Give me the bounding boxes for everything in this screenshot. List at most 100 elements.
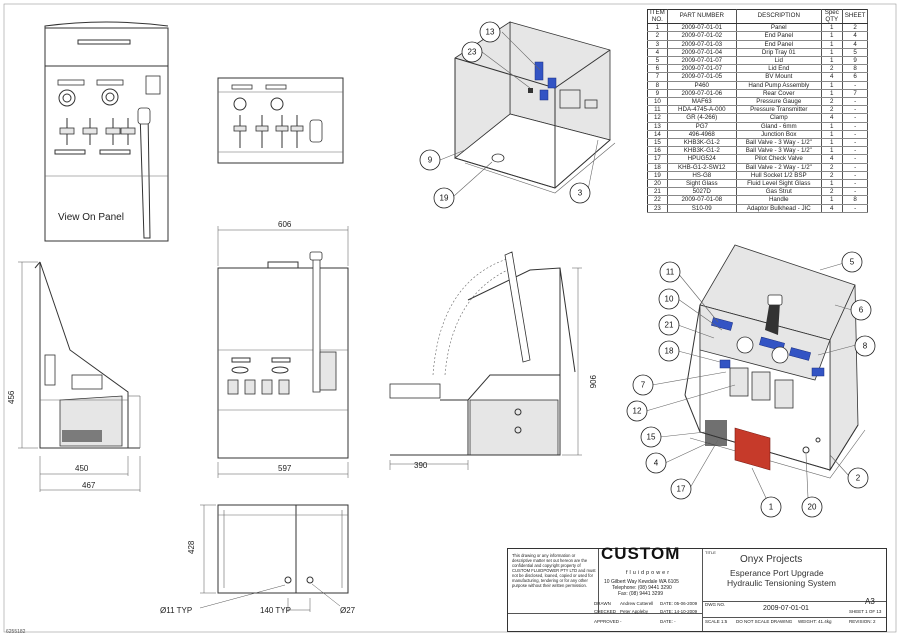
- bom-cell: 4: [842, 31, 869, 41]
- bom-cell: Pressure Gauge: [736, 97, 822, 107]
- confidential-notice: This drawing or any information or descr…: [512, 553, 596, 588]
- side-dimensions: [18, 261, 141, 492]
- balloon-18: 18: [665, 347, 674, 356]
- right-side-dimensions: [389, 267, 582, 470]
- bom-cell: Pilot Check Valve: [736, 154, 822, 164]
- dim-27: Ø27: [340, 606, 356, 615]
- plan-view: [217, 504, 349, 594]
- balloon-1: 1: [769, 503, 774, 512]
- bom-cell: -: [842, 146, 869, 156]
- bom-cell: 22: [647, 195, 668, 205]
- company-logo-sub: fluidpower: [626, 570, 672, 576]
- bom-cell: Clamp: [736, 113, 822, 123]
- bom-cell: 1: [821, 122, 843, 131]
- view-on-panel: [44, 21, 169, 242]
- bom-cell: 2009-07-01-07: [667, 64, 737, 74]
- bom-cell: 2009-07-01-01: [667, 23, 737, 33]
- balloon-23: 23: [468, 48, 477, 57]
- balloon-10: 10: [665, 295, 674, 304]
- bom-cell: 2009-07-01-06: [667, 89, 737, 99]
- bom-cell: -: [842, 171, 869, 181]
- company-logo: CUSTOM: [601, 544, 681, 563]
- bom-cell: -: [842, 97, 869, 107]
- plan-dimensions: [199, 504, 341, 612]
- iso-main-view: [684, 244, 866, 479]
- bom-cell: 2009-07-01-08: [667, 195, 737, 205]
- sheet-number: SHEET 1 OF 13: [849, 609, 882, 614]
- bom-cell: 2: [821, 64, 843, 74]
- dim-390: 390: [414, 461, 428, 470]
- bom-cell: 2009-07-01-03: [667, 40, 737, 49]
- scale-text: SCALE 1:5: [705, 619, 728, 624]
- bom-cell: Hand Pump Assembly: [736, 81, 822, 90]
- dim-467: 467: [82, 481, 96, 490]
- dim-11-typ: Ø11 TYP: [160, 606, 192, 615]
- bom-cell: Handle: [736, 195, 822, 205]
- iso-top-view: [454, 21, 616, 194]
- bom-cell: 4: [821, 113, 843, 123]
- sheet-border: [3, 3, 897, 633]
- bom-cell: 6: [842, 72, 869, 82]
- bom-cell: -: [842, 130, 869, 140]
- balloon-5: 5: [850, 258, 855, 267]
- bom-cell: 12: [647, 113, 668, 123]
- bom-cell: 23: [647, 204, 668, 213]
- bom-cell: 1: [821, 89, 843, 99]
- bom-cell: Gland - 6mm: [736, 122, 822, 131]
- bom-cell: 14: [647, 130, 668, 140]
- bom-cell: Drip Tray 01: [736, 48, 822, 58]
- bom-cell: Lid End: [736, 64, 822, 74]
- panel-detail-view: [217, 77, 344, 164]
- address-line-2: Telephone: (08) 9441 3290: [612, 585, 672, 591]
- bom-cell: 17: [647, 154, 668, 164]
- dim-456: 456: [7, 390, 16, 404]
- bom-cell: -: [842, 113, 869, 123]
- project-title-3: Hydraulic Tensioning System: [727, 578, 836, 588]
- bom-cell: -: [842, 154, 869, 164]
- front-dimensions: [217, 226, 349, 478]
- project-title-2: Esperance Port Upgrade: [730, 568, 824, 578]
- bom-cell: 4: [821, 204, 843, 213]
- bom-cell: 16: [647, 146, 668, 156]
- bom-cell: 10: [647, 97, 668, 107]
- drawn-label: DRAWN: [594, 601, 611, 606]
- bom-cell: KHB3K-G1-2: [667, 146, 737, 156]
- bom-cell: Ball Valve - 3 Way - 1/2": [736, 146, 822, 156]
- drawn-value: Andrew Cotterell: [620, 601, 654, 606]
- bom-cell: 19: [647, 171, 668, 181]
- dim-606: 606: [278, 220, 292, 229]
- balloon-21: 21: [665, 321, 674, 330]
- bom-cell: Panel: [736, 23, 822, 33]
- top-balloons: 13 23 9 19 3: [419, 21, 599, 209]
- bom-cell: GR (4-266): [667, 113, 737, 123]
- balloon-11: 11: [666, 268, 675, 277]
- balloon-2: 2: [856, 474, 861, 483]
- balloon-7: 7: [641, 381, 646, 390]
- bom-cell: -: [842, 138, 869, 148]
- bom-cell: 2009-07-01-04: [667, 48, 737, 58]
- bom-cell: 2009-07-01-02: [667, 31, 737, 41]
- drawn-date: DATE: 05-06-2009: [660, 601, 698, 606]
- title-label: TITLE: [705, 550, 716, 555]
- do-not-scale-text: DO NOT SCALE DRAWING: [736, 619, 793, 624]
- approved-label: APPROVED: [594, 619, 620, 624]
- dwg-no-label: DWG NO.: [705, 602, 726, 607]
- sheet-corner-label: 6255182: [6, 629, 26, 635]
- bom-cell: 496-4968: [667, 130, 737, 140]
- bom-cell: MAF63: [667, 97, 737, 107]
- bom-cell: KHB-G1-2-SW12: [667, 163, 737, 172]
